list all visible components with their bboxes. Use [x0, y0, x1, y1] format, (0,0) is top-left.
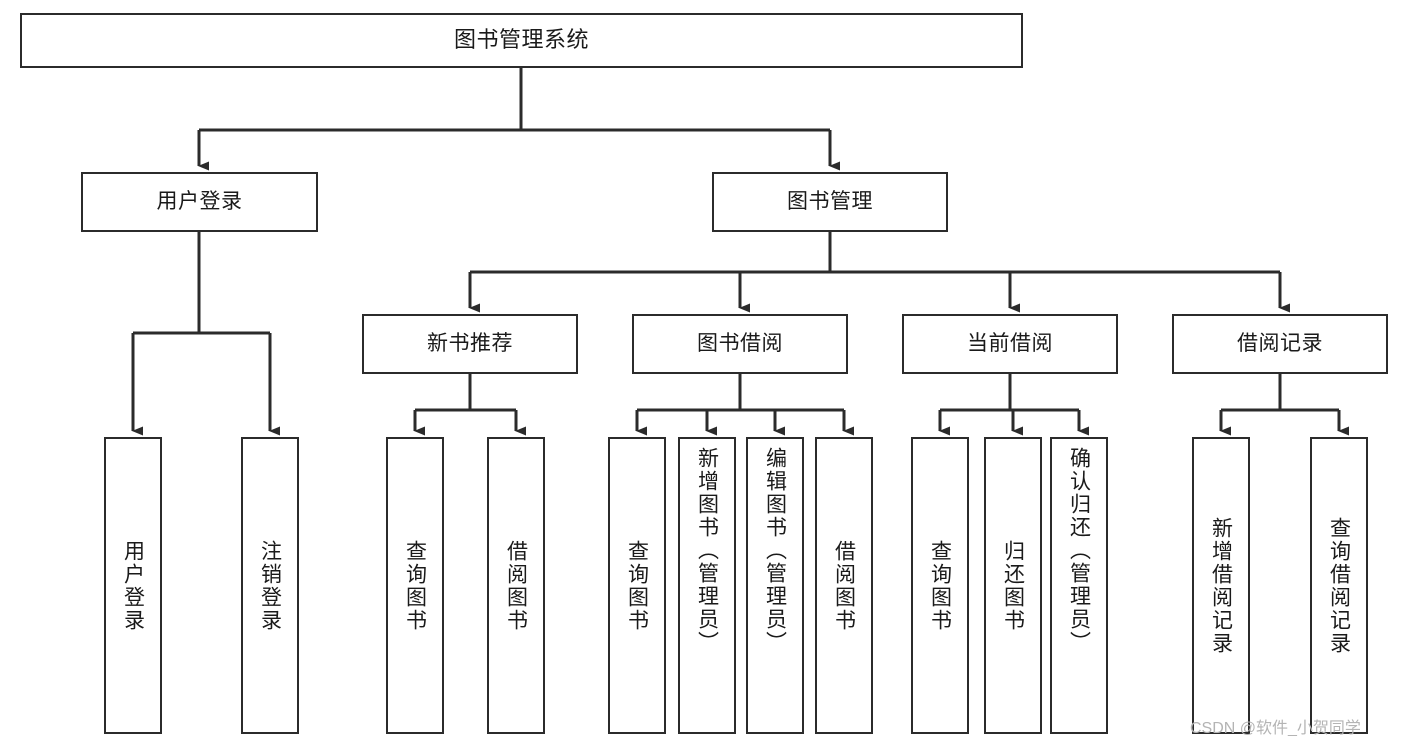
leaf-label-confirm-return: 确认归还（管理员） — [1067, 447, 1091, 654]
node-book-management[interactable]: 图书管理 — [712, 172, 948, 232]
node-borrow-record[interactable]: 借阅记录 — [1172, 314, 1388, 374]
leaf-label-add-borrow-record: 新增借阅记录 — [1209, 516, 1233, 655]
leaf-borrow-book-new-recommend[interactable]: 借阅图书 — [487, 437, 545, 734]
node-label-new-book-recommend: 新书推荐 — [427, 332, 513, 356]
leaf-borrow-book[interactable]: 借阅图书 — [815, 437, 873, 734]
leaf-return-book[interactable]: 归还图书 — [984, 437, 1042, 734]
node-book-borrow[interactable]: 图书借阅 — [632, 314, 848, 374]
leaf-label-return-book: 归还图书 — [1001, 539, 1025, 632]
connector-group-borrow-record — [1219, 374, 1349, 436]
leaf-query-borrow-record[interactable]: 查询借阅记录 — [1310, 437, 1368, 734]
node-label-book-management: 图书管理 — [787, 190, 873, 214]
leaf-label-user-login: 用户登录 — [121, 539, 145, 632]
leaf-label-logout-login: 注销登录 — [258, 539, 282, 632]
leaf-add-borrow-record[interactable]: 新增借阅记录 — [1192, 437, 1250, 734]
node-label-root-system: 图书管理系统 — [453, 27, 589, 53]
leaf-query-book-current[interactable]: 查询图书 — [911, 437, 969, 734]
leaf-confirm-return-admin[interactable]: 确认归还（管理员） — [1050, 437, 1108, 734]
node-label-book-borrow: 图书借阅 — [697, 332, 783, 356]
connector-group-book-management — [468, 232, 1290, 313]
connector-group-new-book-recommend — [413, 374, 526, 436]
leaf-label-query-book-1: 查询图书 — [403, 539, 427, 632]
leaf-label-borrow-book-1: 借阅图书 — [504, 539, 528, 632]
node-root-system[interactable]: 图书管理系统 — [20, 13, 1023, 68]
leaf-label-query-borrow-record: 查询借阅记录 — [1327, 516, 1351, 655]
leaf-add-book-admin[interactable]: 新增图书（管理员） — [678, 437, 736, 734]
node-current-borrow[interactable]: 当前借阅 — [902, 314, 1118, 374]
leaf-label-query-book-3: 查询图书 — [928, 539, 952, 632]
leaf-query-book-new-recommend[interactable]: 查询图书 — [386, 437, 444, 734]
leaf-label-add-book: 新增图书（管理员） — [695, 447, 719, 654]
leaf-label-query-book-2: 查询图书 — [625, 539, 649, 632]
node-label-user-login: 用户登录 — [156, 190, 243, 214]
connector-group-root — [197, 68, 840, 171]
leaf-user-login[interactable]: 用户登录 — [104, 437, 162, 734]
connector-group-user-login — [131, 232, 280, 436]
leaf-edit-book-admin[interactable]: 编辑图书（管理员） — [746, 437, 804, 734]
leaf-label-borrow-book-2: 借阅图书 — [832, 539, 856, 632]
node-user-login[interactable]: 用户登录 — [81, 172, 318, 232]
connector-group-book-borrow — [635, 374, 854, 436]
connector-group-current-borrow — [938, 374, 1089, 436]
node-label-current-borrow: 当前借阅 — [967, 332, 1053, 356]
leaf-logout-login[interactable]: 注销登录 — [241, 437, 299, 734]
leaf-label-edit-book: 编辑图书（管理员） — [763, 447, 787, 654]
node-new-book-recommend[interactable]: 新书推荐 — [362, 314, 578, 374]
leaf-query-book-borrow[interactable]: 查询图书 — [608, 437, 666, 734]
node-label-borrow-record: 借阅记录 — [1237, 332, 1323, 356]
